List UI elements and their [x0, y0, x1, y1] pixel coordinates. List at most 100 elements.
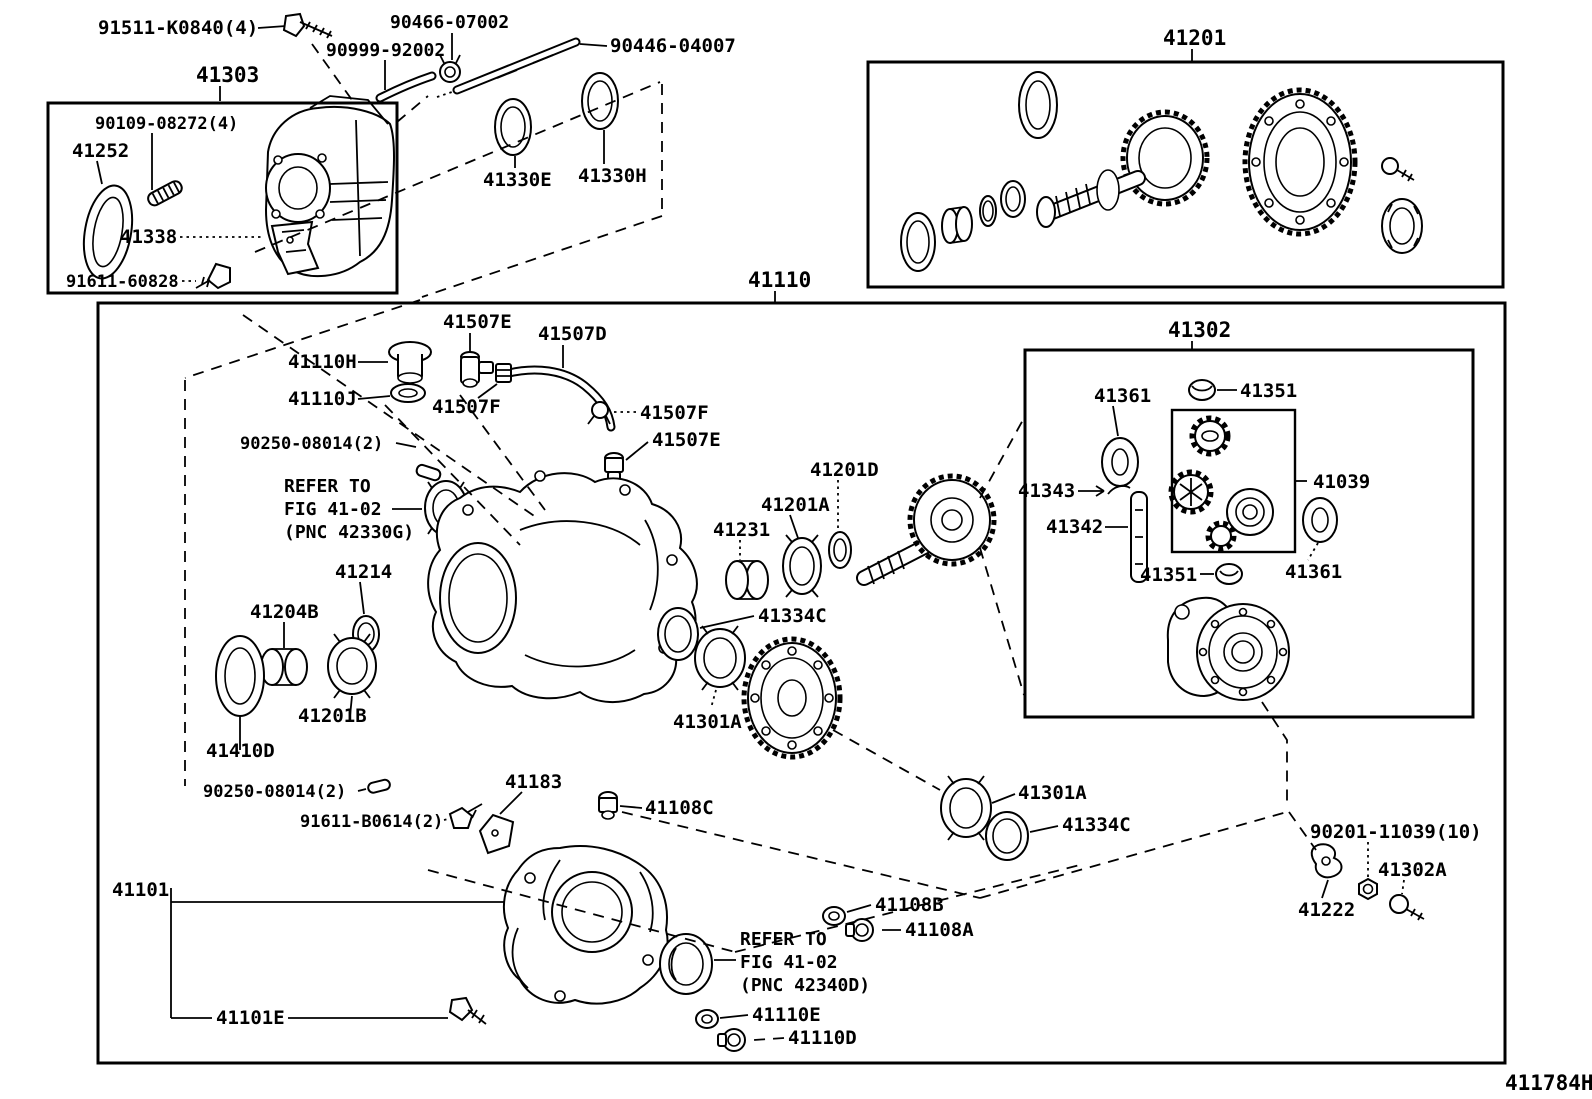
leader-41108C — [619, 805, 643, 809]
part-label-41201D: 41201D — [810, 459, 879, 481]
rings-41330: 41330E 41330H — [483, 72, 647, 191]
leader-90250-2 — [357, 788, 367, 792]
leader-41110J — [357, 395, 391, 400]
leader-90446 — [579, 43, 608, 47]
part-label-41361-top: 41361 — [1094, 385, 1151, 407]
box-41302 — [1023, 348, 1475, 719]
leader-41214 — [359, 581, 365, 615]
ring-41330E-drawing — [494, 98, 532, 156]
construction-lines-top — [184, 43, 663, 786]
gasket-41110E-drawing — [695, 1009, 719, 1029]
part-label-41110E: 41110E — [752, 1004, 821, 1026]
spring-pin-90109-drawing — [147, 180, 183, 207]
part-label-41110J: 41110J — [288, 388, 357, 410]
bearing-41201A-drawing — [782, 534, 822, 598]
part-label-41507D: 41507D — [538, 323, 607, 345]
part-label-41351-top: 41351 — [1240, 380, 1297, 402]
breather-group: 41110H 41110J — [288, 341, 432, 410]
side-gear-top-drawing — [1189, 415, 1231, 457]
leader-41108B — [846, 904, 872, 913]
part-label-41108B: 41108B — [875, 894, 944, 916]
race-41334C-2-drawing — [985, 811, 1029, 861]
note-42330g-line2: FIG 41-02 — [284, 499, 382, 520]
part-label-41302A: 41302A — [1378, 859, 1447, 881]
part-label-41507F-1: 41507F — [432, 396, 501, 418]
leader-41361-top — [1112, 405, 1119, 437]
bolt-91611-B0614-drawing — [448, 803, 483, 829]
leader-41301A-1 — [710, 689, 717, 709]
bottom-housing-group: 41101 41101E — [112, 845, 669, 1029]
part-label-41231: 41231 — [713, 519, 770, 541]
part-label-41338: 41338 — [120, 226, 177, 248]
part-label-41361-bottom: 41361 — [1285, 561, 1342, 583]
part-label-41252: 41252 — [72, 140, 129, 162]
part-label-41507F-2: 41507F — [640, 402, 709, 424]
washer-41361-bottom-drawing — [1302, 497, 1338, 543]
note-42330g-line1: REFER TO — [284, 476, 371, 497]
bearing-41301A-2-drawing — [940, 775, 992, 841]
bolt-91511-drawing — [282, 12, 333, 39]
plug-41110-group: 41110E 41110D — [695, 1004, 857, 1052]
construction-lines-main — [242, 314, 1317, 953]
leader-41201A — [789, 514, 799, 539]
part-label-41201A: 41201A — [761, 494, 830, 516]
part-label-41110H: 41110H — [288, 351, 357, 373]
part-label-41410D: 41410D — [206, 740, 275, 762]
bearing-41201B-drawing — [327, 633, 377, 699]
ring-41330H-drawing — [581, 72, 619, 130]
pin-90250-1-drawing — [415, 463, 442, 482]
seal-42340d-drawing — [659, 933, 713, 995]
part-label-91511: 91511-K0840(4) — [98, 17, 258, 39]
plug-41108C-drawing — [598, 791, 618, 820]
washer-41201D-drawing — [828, 531, 852, 569]
pin-90250-2-drawing — [367, 778, 391, 794]
bolt-41507F-1-drawing — [495, 363, 512, 383]
left-bearing-train: 41214 41204B 41201B 41410D — [206, 561, 392, 762]
part-label-41507E-1: 41507E — [443, 311, 512, 333]
plate-41183-drawing — [478, 813, 515, 855]
leader-41110D — [753, 1037, 785, 1041]
part-label-41507E-2: 41507E — [652, 429, 721, 451]
box-label-41110: 41110 — [748, 268, 811, 292]
plug-41110D-drawing — [717, 1028, 746, 1052]
pinion-gear-bottom-drawing — [1205, 520, 1237, 552]
washer-41361-top-drawing — [1101, 437, 1139, 487]
bottom-right-group: 90201-11039(10) 41302A 41222 — [1298, 821, 1482, 921]
leader-90250-1 — [395, 442, 417, 448]
gasket-41110J-drawing — [390, 383, 426, 403]
part-label-90109: 90109-08272(4) — [95, 114, 238, 134]
top-fastener-cluster: 91511-K0840(4) 90466-07002 90999-92002 9… — [98, 12, 736, 103]
leader-91511 — [257, 25, 287, 29]
part-label-90446: 90446-04007 — [610, 35, 736, 57]
box-41110 — [96, 301, 1507, 1065]
housing-41101-drawing — [502, 845, 669, 1005]
leader-41302A — [1401, 879, 1405, 895]
union-41507E-1-drawing — [460, 351, 494, 388]
bolt-41302A-drawing — [1389, 894, 1425, 921]
leader-41252 — [96, 160, 103, 185]
plug-41108-group: 41108B 41108A — [822, 894, 974, 942]
leader-41334C-1 — [699, 615, 755, 629]
part-label-90201: 90201-11039(10) — [1310, 821, 1482, 843]
race-41334C-1-drawing — [657, 607, 699, 661]
output-shaft-drawing — [856, 473, 997, 586]
plug-41110H-drawing — [388, 341, 432, 384]
washer-41351-top-drawing — [1188, 379, 1216, 401]
assembly-41303: 41303 90109-08272(4) 41252 41338 — [46, 63, 399, 295]
part-label-41301A-1: 41301A — [673, 711, 742, 733]
bolt-41201-drawing — [1381, 157, 1415, 182]
assembly-41302: 41302 41351 41361 41343 41342 — [1018, 318, 1475, 719]
part-label-41334C-1: 41334C — [758, 605, 827, 627]
gasket-41108B-drawing — [822, 906, 846, 926]
shaft-41342-drawing — [1130, 491, 1148, 583]
leader-41222 — [1321, 879, 1329, 899]
clamp-90466-drawing — [439, 54, 461, 83]
part-label-41343: 41343 — [1018, 480, 1075, 502]
leader-41343 — [1078, 485, 1105, 497]
washer-41351-bottom-drawing — [1215, 563, 1243, 585]
carrier-housing-drawing — [427, 470, 698, 704]
diff-case-drawing — [1166, 596, 1290, 701]
seal-41410D-drawing — [215, 635, 265, 717]
